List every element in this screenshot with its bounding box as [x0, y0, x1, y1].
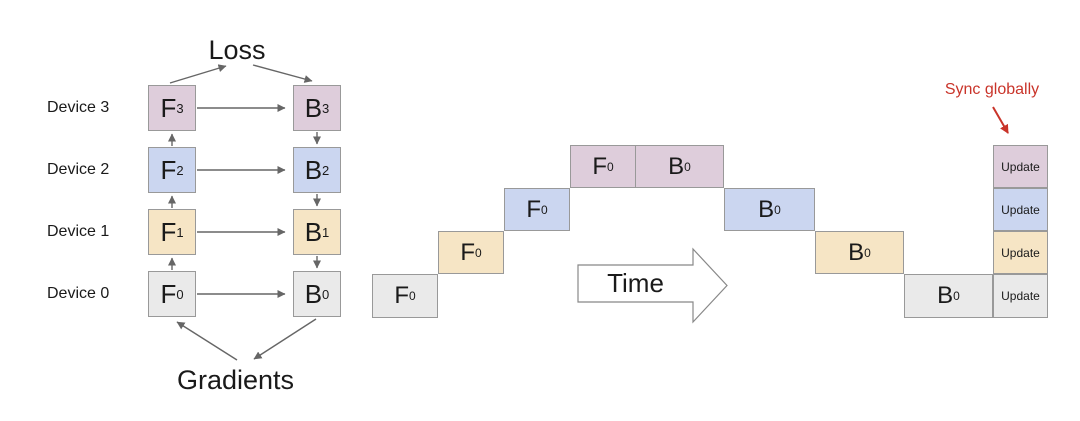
device-0-label: Device 0 [47, 285, 110, 302]
backward-node-letter: B [304, 154, 323, 185]
update-box-device-3: Update [993, 145, 1048, 188]
block-subscript: 0 [474, 245, 482, 260]
block-letter: B [848, 238, 865, 266]
backward-node-letter: B [304, 92, 323, 123]
backward-node-subscript: 3 [322, 100, 330, 116]
block-letter: F [460, 238, 475, 266]
update-box-device-1: Update [993, 231, 1048, 274]
sync-arrow [992, 106, 1009, 134]
forward-node-letter: F [160, 278, 177, 309]
block-subscript: 0 [408, 289, 416, 303]
block-letter: B [937, 282, 954, 309]
block-letter: B [758, 195, 775, 223]
forward-node-letter: F [160, 154, 177, 185]
block-subscript: 0 [684, 159, 691, 174]
backward-node-subscript: 0 [322, 286, 330, 302]
device-1-label: Device 1 [47, 223, 110, 240]
backward-node-subscript: 1 [322, 224, 330, 240]
backward-node-subscript: 2 [322, 162, 330, 178]
forward-node-letter: F [160, 216, 177, 247]
block-letter: F [526, 195, 541, 223]
time-label: Time [607, 268, 664, 298]
update-box-device-0: Update [993, 274, 1048, 318]
gradients-label: Gradients [176, 364, 295, 395]
backward-node-letter: B [304, 216, 323, 247]
block-subscript: 0 [774, 202, 781, 217]
forward-node-subscript: 2 [176, 162, 184, 178]
loss-label: Loss [208, 34, 266, 65]
update-box-device-2: Update [993, 188, 1048, 231]
block-subscript: 0 [606, 159, 614, 174]
forward-node-subscript: 1 [176, 224, 184, 240]
backward-node-letter: B [304, 278, 323, 309]
forward-node-letter: F [160, 92, 177, 123]
device-3-label: Device 3 [47, 99, 110, 116]
forward-node-subscript: 3 [176, 100, 184, 116]
block-letter: F [592, 152, 607, 180]
block-subscript: 0 [864, 245, 871, 260]
block-letter: B [668, 152, 685, 180]
device-2-label: Device 2 [47, 161, 110, 178]
forward-node-subscript: 0 [176, 286, 184, 302]
block-letter: F [394, 282, 409, 309]
block-subscript: 0 [540, 202, 548, 217]
block-subscript: 0 [953, 289, 960, 303]
sync-globally-label: Sync globally [944, 81, 1040, 98]
